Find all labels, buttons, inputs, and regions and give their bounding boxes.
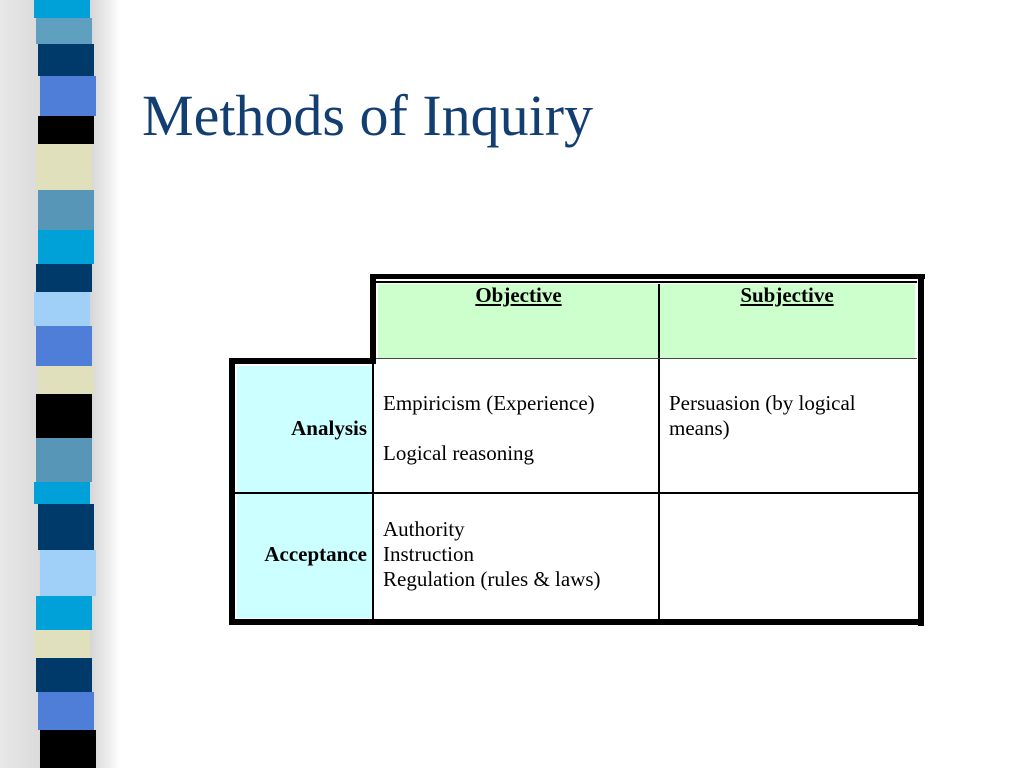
cell-analysis-objective-line-1: Empiricism (Experience) [383, 391, 595, 415]
table-border-left [229, 358, 235, 625]
table-border-right [918, 274, 924, 626]
stripe-block [38, 366, 94, 394]
stripe-block [34, 630, 90, 658]
grid-line-col-2 [658, 284, 660, 620]
stripe-block [34, 0, 90, 18]
stripe-block [36, 326, 92, 366]
stripe-block [36, 18, 92, 44]
stripe-block [38, 692, 94, 730]
cell-acceptance-subjective [660, 494, 918, 619]
table-border-mid-top [229, 358, 376, 364]
label-cell-analysis [237, 366, 373, 492]
cell-acceptance-objective-line-1: Authority [383, 517, 465, 541]
column-header-subjective: Subjective [740, 283, 834, 307]
row-label-analysis: Analysis [291, 416, 367, 440]
table-border-bottom [229, 619, 924, 625]
cell-acceptance-objective-line-2: Instruction [383, 542, 474, 566]
label-cell-acceptance [237, 492, 373, 618]
stripe-block [36, 438, 92, 482]
stripe-block [36, 264, 92, 292]
cell-analysis-subjective-line-2: means) [669, 416, 730, 440]
header-cell-objective [378, 284, 659, 358]
stripe-block [38, 116, 94, 144]
cell-analysis-objective-line-2: Logical reasoning [383, 441, 535, 465]
stripe-block [36, 144, 92, 190]
stripe-block [40, 730, 96, 768]
grid-line-row-divider [235, 492, 918, 494]
stripe-block [40, 76, 96, 116]
row-label-acceptance: Acceptance [264, 542, 367, 566]
stripe-block [38, 230, 94, 264]
header-cell-subjective [659, 284, 915, 358]
slide-title: Methods of Inquiry [142, 83, 594, 148]
stripe-block [34, 482, 90, 504]
stripe-block [40, 550, 96, 596]
cell-analysis-subjective-line-1: Persuasion (by logical [669, 391, 856, 415]
stripe-block [38, 44, 94, 76]
stripe-block [38, 190, 94, 230]
stripe-block [38, 504, 94, 550]
stripe-block [36, 658, 92, 692]
table-border-top [370, 274, 925, 279]
stripe-block [36, 394, 92, 438]
stripe-block [36, 596, 92, 630]
cell-acceptance-objective-line-3: Regulation (rules & laws) [383, 567, 601, 591]
stripe-block [34, 292, 90, 326]
column-header-objective: Objective [475, 283, 562, 307]
decorative-stripe-column [34, 0, 98, 768]
table-border-top-inner [376, 281, 917, 283]
table-border-upper-left [370, 274, 376, 364]
grid-line-header-bottom [376, 358, 917, 359]
